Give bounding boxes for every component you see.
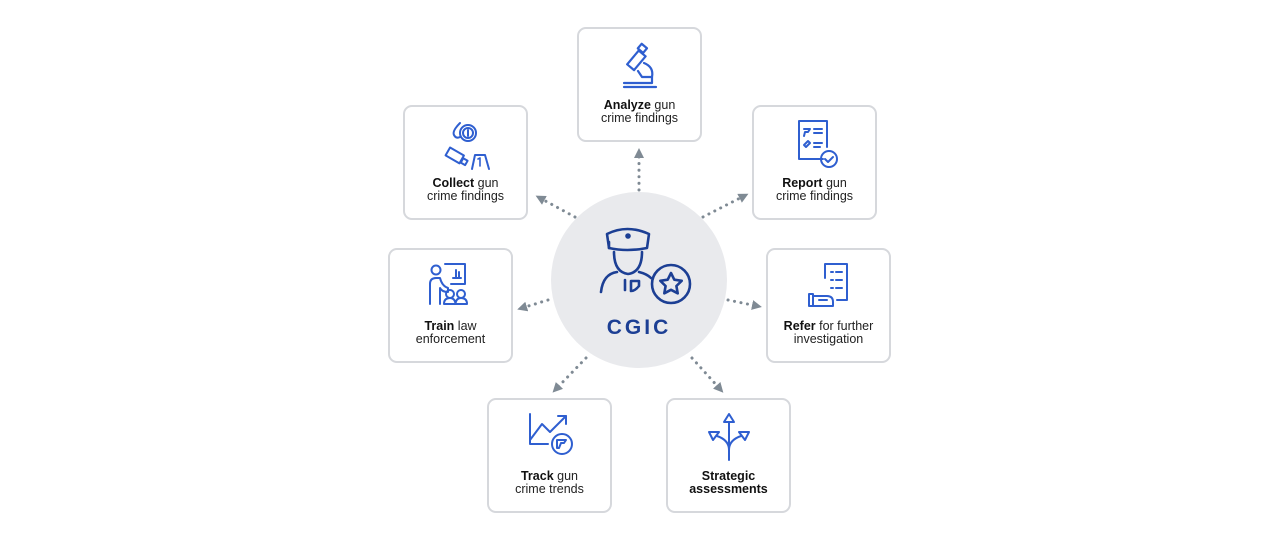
card-label: Collect gun crime findings xyxy=(426,176,505,203)
card-analyze[interactable]: Analyze gun crime findings xyxy=(577,27,702,142)
card-label: Analyze gun crime findings xyxy=(600,98,679,125)
arrow-to-refer xyxy=(726,298,762,310)
trend-chart-gun-icon xyxy=(528,413,573,455)
card-refer[interactable]: Refer for further investigation xyxy=(766,248,891,363)
arrow-to-track xyxy=(552,356,588,393)
report-checklist-icon xyxy=(797,120,838,168)
arrow-to-report xyxy=(701,193,749,219)
branching-arrows-icon xyxy=(707,413,750,461)
card-track[interactable]: Track gun crime trends xyxy=(487,398,612,513)
card-label: Track gun crime trends xyxy=(515,469,584,496)
evidence-fingerprint-icon xyxy=(444,122,490,170)
arrow-to-collect xyxy=(535,195,577,219)
card-report[interactable]: Report gun crime findings xyxy=(752,105,877,220)
card-label: Refer for further investigation xyxy=(783,319,874,346)
hand-document-icon xyxy=(807,263,848,307)
police-officer-badge-icon xyxy=(599,227,692,305)
arrow-to-strategic xyxy=(690,356,724,393)
card-label: Train law enforcement xyxy=(415,319,486,346)
card-train[interactable]: Train law enforcement xyxy=(388,248,513,363)
hub-label: CGIC xyxy=(606,316,672,339)
cgic-hub: CGIC xyxy=(551,192,727,368)
training-presentation-icon xyxy=(428,263,468,305)
card-label: Report gun crime findings xyxy=(775,176,854,203)
card-label: Strategic assessments xyxy=(689,469,768,496)
microscope-icon xyxy=(622,42,657,89)
arrow-to-train xyxy=(517,298,550,312)
card-collect[interactable]: Collect gun crime findings xyxy=(403,105,528,220)
card-strategic[interactable]: Strategic assessments xyxy=(666,398,791,513)
